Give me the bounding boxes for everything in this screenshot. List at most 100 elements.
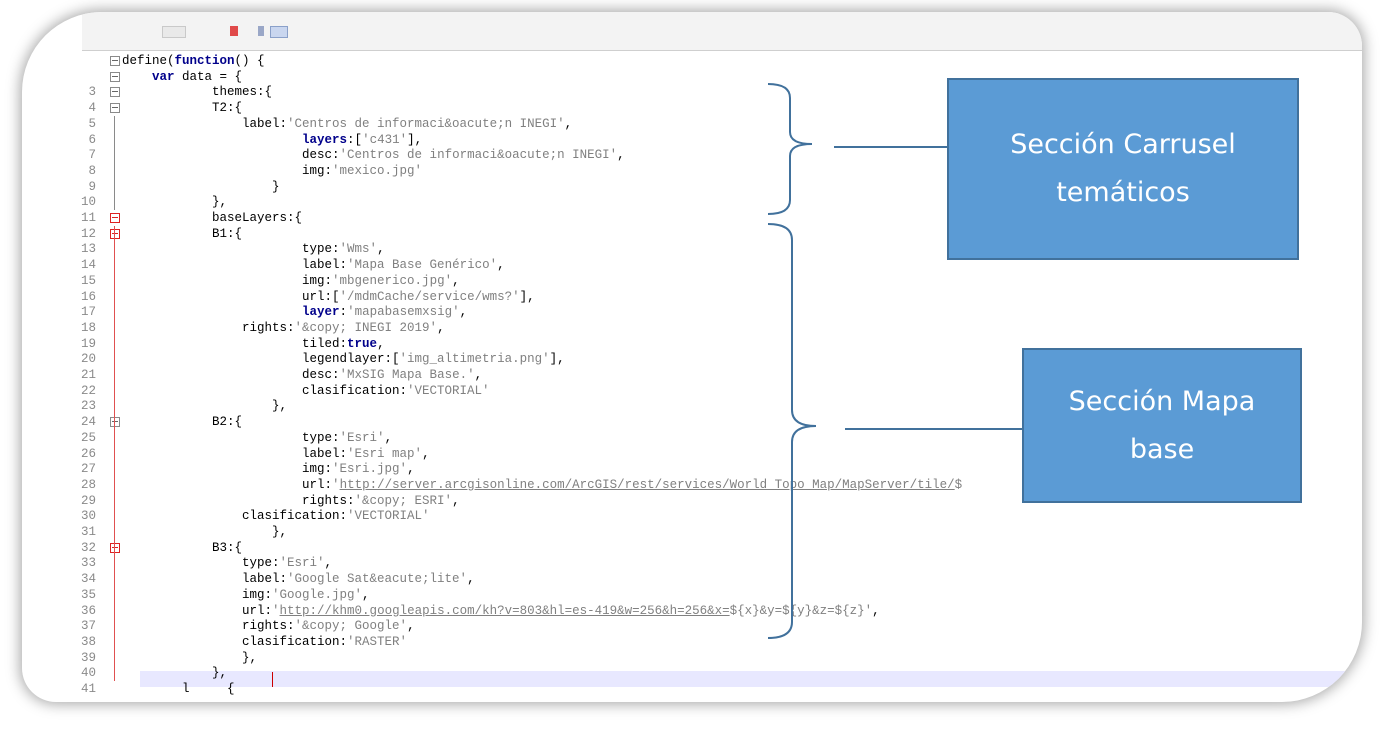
line-number: 9 (88, 179, 96, 194)
fold-toggle-icon[interactable] (110, 210, 120, 226)
code-line[interactable]: layer:'mapabasemxsig', (302, 305, 468, 320)
line-number: 30 (80, 509, 96, 524)
line-number: 25 (80, 430, 96, 445)
fold-toggle-icon[interactable] (110, 540, 120, 556)
line-number: 7 (88, 148, 96, 163)
carrusel-connector (834, 146, 948, 148)
code-line[interactable]: type:'Esri', (122, 556, 333, 571)
code-line[interactable]: label:'Google Sat&eacute;lite', (122, 572, 475, 587)
line-number: 12 (80, 226, 96, 241)
code-line[interactable]: B1:{ (122, 226, 243, 241)
line-number: 24 (80, 415, 96, 430)
line-number: 15 (80, 273, 96, 288)
code-line[interactable]: legendlayer:['img_altimetria.png'], (122, 352, 565, 367)
code-line[interactable]: url:'http://server.arcgisonline.com/ArcG… (122, 477, 963, 492)
code-line[interactable]: img:'mbgenerico.jpg', (122, 273, 460, 288)
line-number: 16 (80, 289, 96, 304)
line-number: 32 (80, 540, 96, 555)
line-number: 21 (80, 368, 96, 382)
line-number: 4 (88, 101, 96, 116)
callout-mapa-line2: base (1129, 433, 1195, 465)
code-line[interactable]: }, (122, 650, 258, 665)
fold-toggle-icon[interactable] (110, 53, 120, 69)
mapa-base-brace (767, 223, 817, 639)
line-number: 38 (80, 634, 96, 649)
line-number: 19 (80, 336, 96, 351)
code-line[interactable]: themes:{ (122, 85, 273, 100)
line-number: 5 (88, 116, 96, 131)
code-line[interactable]: type:'Esri', (122, 430, 393, 445)
code-line[interactable]: }, (122, 399, 288, 414)
toolbar-icon[interactable] (270, 26, 288, 38)
code-line[interactable]: label:'Mapa Base Genérico', (122, 258, 505, 273)
callout-seccion-carrusel: Sección Carrusel temáticos (947, 78, 1299, 260)
line-number: 36 (80, 603, 96, 618)
code-line[interactable]: url:'http://khm0.googleapis.com/kh?v=803… (122, 603, 880, 618)
code-line[interactable]: l { (122, 682, 235, 696)
text-caret (272, 672, 273, 687)
code-line[interactable]: img:'Esri.jpg', (122, 462, 415, 477)
line-number: 3 (88, 85, 96, 100)
fold-guide (114, 225, 115, 681)
code-line[interactable]: define(function() { (122, 54, 265, 68)
code-line[interactable]: baseLayers:{ (122, 211, 303, 225)
code-line[interactable]: rights:'&copy; Google', (122, 619, 415, 634)
code-line[interactable]: type:'Wms', (122, 242, 385, 257)
fold-toggle-icon[interactable] (110, 100, 120, 116)
callout-mapa-line1: Sección Mapa (1068, 385, 1256, 417)
callout-carrusel-line2: temáticos (1056, 177, 1190, 208)
line-number: 27 (80, 462, 96, 477)
toolbar-icon[interactable] (258, 26, 264, 36)
fold-toggle-icon[interactable] (110, 84, 120, 100)
code-line[interactable]: desc:'MxSIG Mapa Base.', (122, 368, 483, 382)
fold-toggle-icon[interactable] (110, 69, 120, 85)
code-editor[interactable]: define(function() { var data = { 3 themes… (44, 50, 1362, 700)
line-number: 8 (88, 163, 96, 178)
mapa-base-connector (845, 428, 1023, 430)
line-number: 23 (80, 399, 96, 414)
code-line[interactable]: T2:{ (122, 101, 243, 116)
carrusel-brace (767, 83, 813, 215)
code-line[interactable]: }, (122, 525, 288, 539)
line-number: 40 (80, 666, 96, 681)
line-number: 41 (80, 682, 96, 696)
code-line[interactable]: label:'Esri map', (122, 446, 430, 461)
line-number: 35 (80, 587, 96, 602)
code-line[interactable]: tiled:true, (122, 336, 385, 351)
code-line[interactable]: url:['/mdmCache/service/wms?'], (122, 289, 535, 304)
line-number: 28 (80, 477, 96, 492)
line-number: 31 (80, 525, 96, 539)
code-line[interactable]: desc:'Centros de informaci&oacute;n INEG… (122, 148, 625, 163)
code-line[interactable]: }, (122, 666, 228, 681)
code-line[interactable]: clasification:'RASTER' (122, 634, 408, 649)
code-line[interactable]: layers:['c431'], (302, 132, 423, 147)
line-number: 20 (80, 352, 96, 367)
toolbar-icon[interactable] (230, 26, 238, 36)
fold-toggle-icon[interactable] (110, 226, 120, 242)
code-line[interactable]: }, (122, 195, 228, 210)
line-number: 33 (80, 556, 96, 571)
code-line[interactable]: var data = { (152, 69, 243, 84)
code-line[interactable]: } (122, 179, 280, 194)
current-line-highlight (140, 671, 1362, 687)
editor-toolbar (82, 12, 1362, 51)
line-number: 6 (88, 132, 96, 147)
code-line[interactable]: label:'Centros de informaci&oacute;n INE… (122, 116, 573, 131)
code-line[interactable]: B3:{ (122, 540, 243, 555)
line-number: 13 (80, 242, 96, 257)
line-number: 26 (80, 446, 96, 461)
code-line[interactable]: img:'mexico.jpg' (122, 163, 423, 178)
line-number: 37 (80, 619, 96, 634)
line-number: 18 (80, 320, 96, 335)
code-line[interactable]: clasification:'VECTORIAL' (122, 383, 490, 398)
code-line[interactable]: rights:'&copy; INEGI 2019', (122, 320, 445, 335)
toolbar-button[interactable] (162, 26, 186, 38)
code-line[interactable]: img:'Google.jpg', (122, 587, 370, 602)
line-number: 14 (80, 258, 96, 273)
line-number: 11 (80, 211, 96, 225)
fold-toggle-icon[interactable] (110, 414, 120, 430)
code-line[interactable]: B2:{ (122, 415, 243, 430)
code-line[interactable]: rights:'&copy; ESRI', (122, 493, 460, 508)
code-line[interactable]: clasification:'VECTORIAL' (122, 509, 430, 524)
line-number: 29 (80, 493, 96, 508)
